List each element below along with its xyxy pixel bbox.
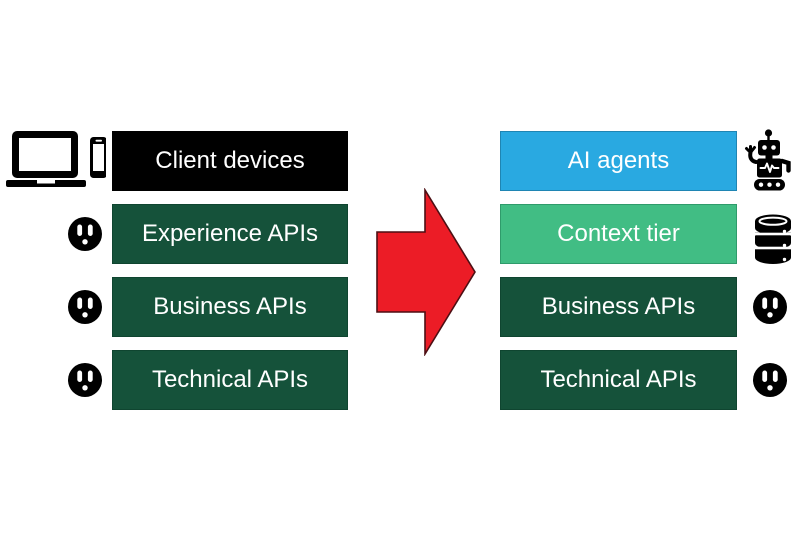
box-experience-apis: Experience APIs bbox=[112, 204, 348, 264]
robot-icon bbox=[744, 129, 800, 191]
box-label: Business APIs bbox=[153, 293, 307, 320]
box-label: Context tier bbox=[557, 220, 680, 247]
box-business-apis-left: Business APIs bbox=[112, 277, 348, 337]
box-label: Business APIs bbox=[541, 293, 696, 320]
box-label: AI agents bbox=[567, 147, 670, 174]
box-label: Technical APIs bbox=[540, 366, 697, 393]
box-technical-apis-left: Technical APIs bbox=[112, 350, 348, 410]
box-technical-apis-right: Technical APIs bbox=[500, 350, 737, 410]
power-outlet-icon bbox=[67, 289, 103, 325]
database-icon bbox=[753, 212, 793, 265]
box-client-devices: Client devices bbox=[112, 131, 348, 191]
box-label: Client devices bbox=[155, 147, 305, 174]
right-arrow-icon bbox=[374, 188, 478, 356]
box-label: Technical APIs bbox=[151, 366, 309, 393]
power-outlet-icon bbox=[67, 362, 103, 398]
box-ai-agents: AI agents bbox=[500, 131, 737, 191]
box-context-tier: Context tier bbox=[500, 204, 737, 264]
power-outlet-icon bbox=[67, 216, 103, 252]
power-outlet-icon bbox=[752, 289, 788, 325]
box-label: Experience APIs bbox=[141, 220, 319, 247]
laptop-and-phone-icon bbox=[6, 131, 106, 189]
power-outlet-icon bbox=[752, 362, 788, 398]
box-business-apis-right: Business APIs bbox=[500, 277, 737, 337]
